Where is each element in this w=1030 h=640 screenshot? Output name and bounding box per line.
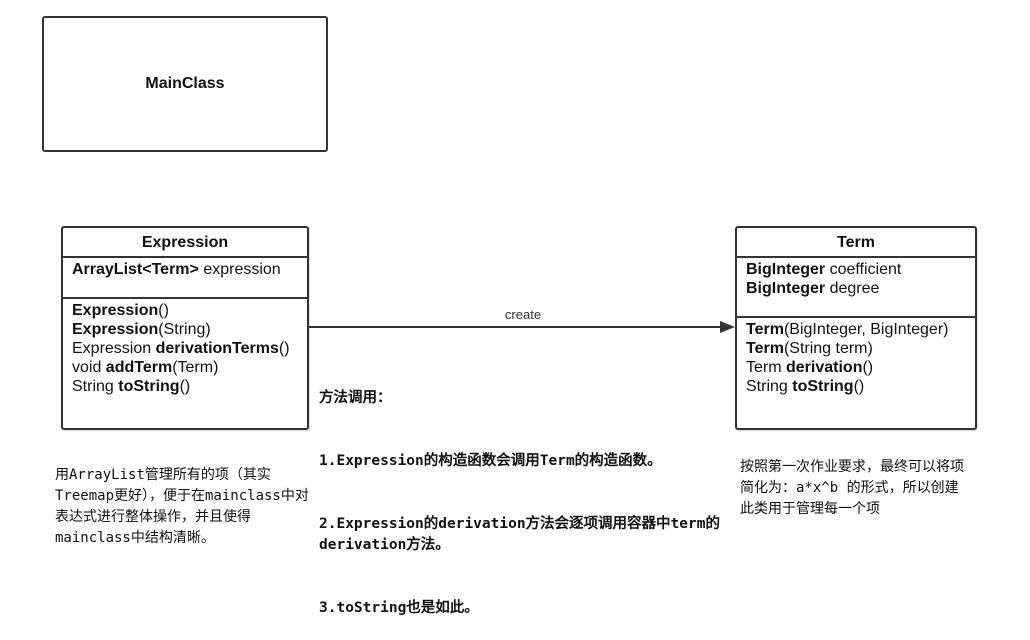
method-call-heading: 方法调用： [319,390,392,406]
expression-method-row: Expression() [72,302,169,319]
expression-method-row: void addTerm(Term) [72,359,219,376]
expression-method-row: Expression derivationTerms() [72,340,290,357]
term-method-row: Term(BigInteger, BigInteger) [746,321,949,338]
term-method-row: Term derivation() [746,359,874,376]
mainclass-title: MainClass [145,75,225,92]
term-methods: Term(BigInteger, BigInteger) Term(String… [737,318,975,398]
method-call-line-1: 1.Expression的构造函数会调用Term的构造函数。 [319,453,662,469]
term-attribute-row: BigInteger coefficient [746,261,902,278]
term-class-title: Term [737,228,975,258]
method-call-note: 方法调用： 1.Expression的构造函数会调用Term的构造函数。 2.E… [319,346,729,640]
create-label: create [505,307,541,322]
term-attributes: BigInteger coefficient BigInteger degree [737,258,975,318]
expression-attributes: ArrayList<Term> expression [63,258,307,299]
method-call-line-2: 2.Expression的derivation方法会逐项调用容器中term的de… [319,516,720,553]
term-class-box[interactable]: Term BigInteger coefficient BigInteger d… [735,226,977,430]
create-connector: create [309,307,735,333]
expression-methods: Expression() Expression(String) Expressi… [63,299,307,398]
expression-note: 用ArrayList管理所有的项（其实Treemap更好），便于在maincla… [55,467,309,546]
term-method-row: Term(String term) [746,340,873,357]
term-note: 按照第一次作业要求，最终可以将项简化为：a*x^b 的形式，所以创建此类用于管理… [740,459,964,517]
expression-attribute-row: ArrayList<Term> expression [72,261,281,278]
expression-method-row: Expression(String) [72,321,211,338]
create-arrowhead-icon [720,321,735,333]
expression-class-title: Expression [63,228,307,258]
method-call-line-3: 3.toString也是如此。 [319,600,479,616]
mainclass-box[interactable]: MainClass [42,16,328,152]
expression-method-row: String toString() [72,378,191,395]
expression-class-box[interactable]: Expression ArrayList<Term> expression Ex… [61,226,309,430]
term-attribute-row: BigInteger degree [746,280,880,297]
term-method-row: String toString() [746,378,865,395]
